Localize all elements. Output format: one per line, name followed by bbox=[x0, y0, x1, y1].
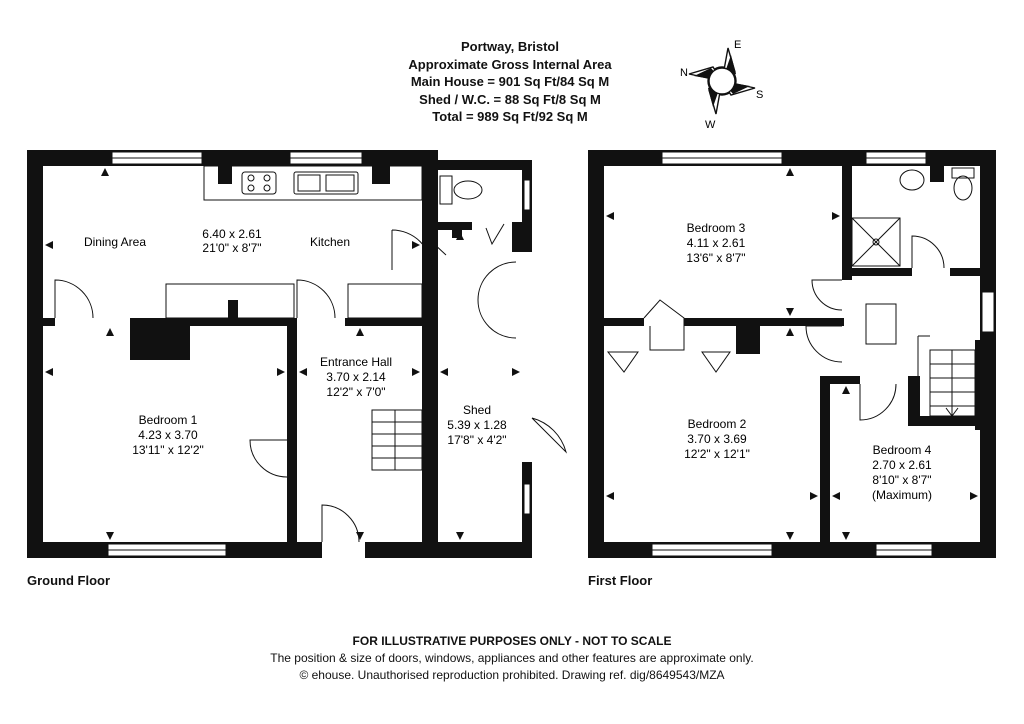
ground-floor-stairs bbox=[371, 409, 423, 471]
shed-label: Shed bbox=[463, 403, 491, 417]
entrance-hall-dims-ft: 12'2" x 7'0" bbox=[326, 385, 385, 399]
compass-e: E bbox=[734, 39, 741, 51]
bedroom4-dims-ft: 8'10" x 8'7" bbox=[872, 473, 931, 487]
ground-floor-walls bbox=[27, 150, 532, 558]
entrance-hall-label: Entrance Hall bbox=[320, 355, 392, 369]
wc-fixtures bbox=[439, 175, 505, 246]
plan-footer: FOR ILLUSTRATIVE PURPOSES ONLY - NOT TO … bbox=[0, 633, 1024, 684]
kitchen-units bbox=[165, 165, 423, 319]
kitchen-dims-ft: 21'0" x 8'7" bbox=[202, 241, 261, 255]
bedroom2-label: Bedroom 2 bbox=[688, 417, 747, 431]
compass-n: N bbox=[680, 67, 688, 79]
shed-dims-ft: 17'8" x 4'2" bbox=[447, 433, 506, 447]
ground-floor-windows bbox=[107, 151, 531, 557]
bathroom-fixtures bbox=[851, 167, 975, 345]
first-floor-doors bbox=[606, 235, 945, 421]
ground-floor-doors bbox=[54, 229, 567, 543]
bedroom4-label: Bedroom 4 bbox=[873, 443, 932, 457]
first-floor-label: First Floor bbox=[588, 573, 653, 588]
main-house-area: Main House = 901 Sq Ft/84 Sq M bbox=[410, 74, 610, 89]
bedroom3-dims-ft: 13'6" x 8'7" bbox=[686, 251, 745, 265]
dining-area-label: Dining Area bbox=[84, 235, 146, 249]
ground-floor-label: Ground Floor bbox=[27, 573, 111, 588]
compass-w: W bbox=[705, 119, 716, 131]
bedroom4-note: (Maximum) bbox=[872, 488, 932, 502]
bedroom1-label: Bedroom 1 bbox=[139, 413, 198, 427]
address-title: Portway, Bristol bbox=[460, 39, 559, 54]
total-area: Total = 989 Sq Ft/92 Sq M bbox=[432, 109, 588, 124]
kitchen-dims-m: 6.40 x 2.61 bbox=[202, 227, 262, 241]
copyright-note: © ehouse. Unauthorised reproduction proh… bbox=[299, 668, 725, 682]
compass-s: S bbox=[756, 89, 763, 101]
shed-wc-area: Shed / W.C. = 88 Sq Ft/8 Sq M bbox=[419, 91, 601, 107]
shed-dims-m: 5.39 x 1.28 bbox=[447, 418, 507, 432]
dimension-markers bbox=[45, 168, 978, 540]
first-floor-stairs bbox=[917, 335, 976, 417]
bedroom3-label: Bedroom 3 bbox=[687, 221, 746, 235]
bedroom2-dims-m: 3.70 x 3.69 bbox=[687, 432, 747, 446]
kitchen-label: Kitchen bbox=[310, 235, 350, 249]
first-floor-windows bbox=[651, 151, 995, 557]
disclaimer: FOR ILLUSTRATIVE PURPOSES ONLY - NOT TO … bbox=[352, 634, 672, 648]
plan-header: Portway, Bristol Approximate Gross Inter… bbox=[0, 38, 1024, 126]
approximation-note: The position & size of doors, windows, a… bbox=[270, 651, 754, 665]
bedroom2-dims-ft: 12'2" x 12'1" bbox=[684, 447, 750, 461]
compass-icon bbox=[688, 47, 756, 115]
bedroom3-dims-m: 4.11 x 2.61 bbox=[687, 236, 746, 250]
bedroom1-dims-m: 4.23 x 3.70 bbox=[138, 428, 198, 442]
first-floor-walls bbox=[588, 150, 996, 558]
entrance-hall-dims-m: 3.70 x 2.14 bbox=[326, 370, 386, 384]
bedroom1-dims-ft: 13'11" x 12'2" bbox=[132, 443, 204, 457]
area-title: Approximate Gross Internal Area bbox=[408, 56, 612, 72]
bedroom4-dims-m: 2.70 x 2.61 bbox=[872, 458, 932, 472]
